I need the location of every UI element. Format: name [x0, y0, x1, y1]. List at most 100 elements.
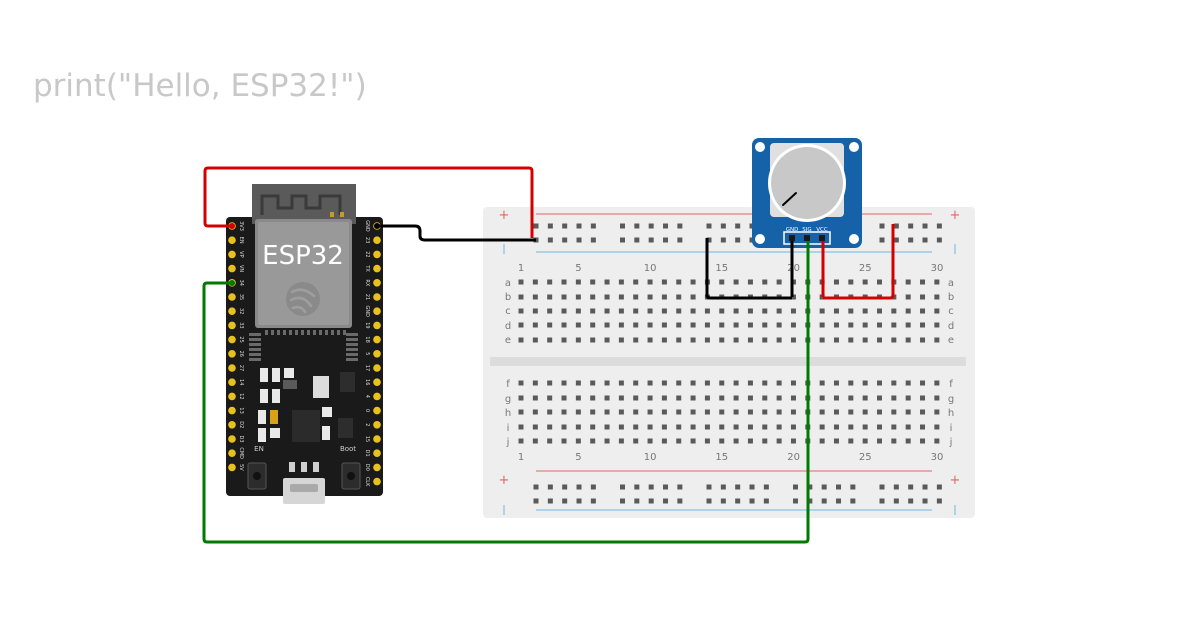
rail-hole[interactable] [634, 498, 640, 504]
breadboard-hole[interactable] [661, 409, 667, 415]
breadboard-hole[interactable] [934, 308, 940, 314]
rail-hole[interactable] [763, 498, 769, 504]
breadboard-hole[interactable] [934, 380, 940, 386]
breadboard-hole[interactable] [833, 438, 839, 444]
breadboard-hole[interactable] [575, 322, 581, 328]
pot-pin-gnd[interactable] [789, 235, 795, 241]
breadboard-hole[interactable] [633, 409, 639, 415]
breadboard-hole[interactable] [934, 322, 940, 328]
esp32-pin[interactable] [373, 350, 381, 358]
esp32-pin[interactable] [373, 364, 381, 372]
rail-hole[interactable] [706, 498, 712, 504]
rail-hole[interactable] [821, 484, 827, 490]
breadboard-hole[interactable] [877, 308, 882, 314]
breadboard-hole[interactable] [776, 308, 782, 314]
breadboard-hole[interactable] [532, 294, 538, 300]
breadboard-hole[interactable] [561, 308, 567, 314]
breadboard-hole[interactable] [733, 337, 739, 343]
breadboard-hole[interactable] [934, 424, 940, 430]
breadboard-hole[interactable] [690, 380, 696, 386]
breadboard-hole[interactable] [819, 438, 825, 444]
breadboard-hole[interactable] [676, 438, 682, 444]
breadboard-hole[interactable] [547, 424, 553, 430]
breadboard-hole[interactable] [561, 395, 567, 401]
rail-hole[interactable] [620, 498, 625, 504]
breadboard-hole[interactable] [819, 395, 825, 401]
rail-hole[interactable] [648, 498, 654, 504]
breadboard-hole[interactable] [877, 380, 882, 386]
breadboard-hole[interactable] [747, 380, 753, 386]
breadboard-hole[interactable] [934, 395, 940, 401]
esp32-pin[interactable] [228, 335, 236, 344]
breadboard-hole[interactable] [934, 337, 940, 343]
breadboard-hole[interactable] [561, 322, 567, 328]
breadboard-hole[interactable] [862, 380, 868, 386]
breadboard-hole[interactable] [776, 395, 782, 401]
breadboard-hole[interactable] [733, 409, 739, 415]
breadboard-hole[interactable] [676, 322, 682, 328]
breadboard-hole[interactable] [733, 380, 739, 386]
breadboard-hole[interactable] [647, 438, 653, 444]
breadboard-hole[interactable] [647, 308, 653, 314]
breadboard-hole[interactable] [604, 438, 610, 444]
potentiometer-knob[interactable] [771, 147, 843, 219]
rail-hole[interactable] [908, 237, 914, 243]
breadboard-hole[interactable] [920, 438, 926, 444]
breadboard-hole[interactable] [920, 337, 926, 343]
esp32-pin[interactable] [373, 321, 381, 330]
breadboard-hole[interactable] [819, 308, 825, 314]
breadboard-hole[interactable] [920, 279, 926, 285]
breadboard-hole[interactable] [647, 294, 653, 300]
breadboard-hole[interactable] [747, 279, 753, 285]
breadboard-hole[interactable] [704, 337, 710, 343]
breadboard-hole[interactable] [905, 322, 911, 328]
rail-hole[interactable] [763, 484, 769, 490]
rail-hole[interactable] [922, 498, 928, 504]
breadboard-hole[interactable] [661, 337, 667, 343]
rail-hole[interactable] [793, 484, 798, 490]
breadboard[interactable]: + + + + 1 5 10 15 20 25 30 1 5 10 15 20 … [483, 207, 975, 518]
breadboard-hole[interactable] [532, 308, 538, 314]
esp32-pin[interactable] [373, 449, 381, 458]
breadboard-hole[interactable] [790, 438, 796, 444]
esp32-pin[interactable] [228, 307, 236, 316]
breadboard-hole[interactable] [719, 409, 725, 415]
rail-hole[interactable] [850, 498, 856, 504]
breadboard-hole[interactable] [747, 424, 753, 430]
breadboard-hole[interactable] [518, 424, 524, 430]
rail-hole[interactable] [720, 237, 726, 243]
breadboard-hole[interactable] [547, 322, 553, 328]
breadboard-hole[interactable] [561, 294, 567, 300]
breadboard-hole[interactable] [733, 279, 739, 285]
breadboard-hole[interactable] [547, 308, 553, 314]
breadboard-hole[interactable] [561, 438, 567, 444]
breadboard-hole[interactable] [833, 322, 839, 328]
rail-hole[interactable] [936, 498, 942, 504]
breadboard-hole[interactable] [633, 395, 639, 401]
breadboard-hole[interactable] [518, 322, 524, 328]
breadboard-hole[interactable] [690, 308, 696, 314]
breadboard-hole[interactable] [848, 322, 854, 328]
breadboard-hole[interactable] [647, 380, 653, 386]
breadboard-hole[interactable] [877, 279, 882, 285]
breadboard-hole[interactable] [905, 308, 911, 314]
wire-gpio-to-pot-signal[interactable] [202, 281, 810, 544]
breadboard-hole[interactable] [633, 322, 639, 328]
esp32-pin[interactable] [228, 435, 236, 443]
breadboard-hole[interactable] [590, 409, 596, 415]
wire-gnd-to-rail[interactable] [377, 224, 536, 242]
rail-hole[interactable] [893, 237, 899, 243]
breadboard-hole[interactable] [747, 308, 753, 314]
breadboard-hole[interactable] [920, 424, 926, 430]
breadboard-hole[interactable] [633, 308, 639, 314]
breadboard-hole[interactable] [790, 424, 796, 430]
rail-hole[interactable] [735, 237, 741, 243]
rail-hole[interactable] [533, 484, 539, 490]
breadboard-hole[interactable] [690, 294, 696, 300]
esp32-pin[interactable] [228, 449, 236, 458]
breadboard-hole[interactable] [833, 409, 839, 415]
breadboard-hole[interactable] [762, 279, 768, 285]
breadboard-hole[interactable] [934, 279, 940, 285]
breadboard-hole[interactable] [633, 438, 639, 444]
breadboard-hole[interactable] [676, 294, 682, 300]
